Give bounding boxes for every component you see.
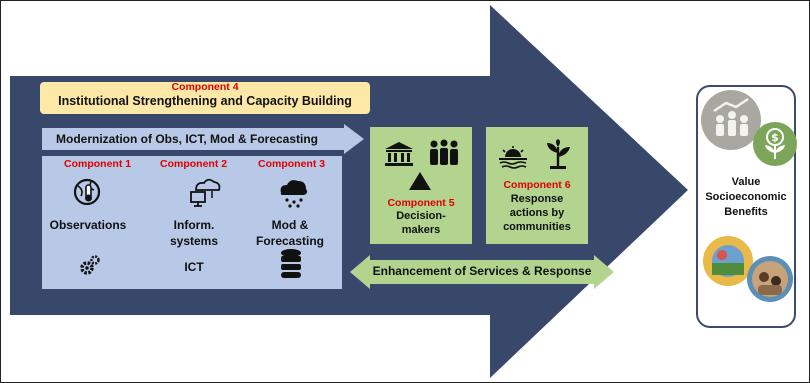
value-benefits-box: $ Value Socioeconomic Benefits <box>696 85 797 328</box>
value-line3: Benefits <box>724 206 768 218</box>
component-4-box: Component 4 Institutional Strengthening … <box>40 81 370 114</box>
component-4-title: Institutional Strengthening and Capacity… <box>58 94 352 108</box>
sunrise-water-icon <box>499 146 527 169</box>
svg-text:$: $ <box>771 131 779 144</box>
people-group-icon <box>430 139 458 165</box>
modernization-label: Modernization of Obs, ICT, Mod & Forecas… <box>56 132 319 146</box>
globe-thermometer-icon <box>73 178 101 206</box>
triangle-marker <box>409 172 431 190</box>
money-plant-icon: $ <box>753 122 797 166</box>
component-6-title-line2: actions by <box>509 207 565 219</box>
value-line1: Value <box>731 176 761 188</box>
value-line2: Socioeconomic <box>705 191 787 203</box>
component-5-title-line1: Decision- <box>396 210 446 222</box>
component-2-title-line2: systems <box>169 234 219 248</box>
enhancement-arrow <box>350 255 614 289</box>
government-building-icon <box>385 142 413 166</box>
people-portrait-image <box>747 256 793 302</box>
component-4-label: Component 4 <box>171 81 239 93</box>
database-icon <box>281 249 301 278</box>
component-3-title-line2: Forecasting <box>255 234 324 248</box>
component-3-label: Component 3 <box>258 158 326 170</box>
component-2-sub: ICT <box>184 260 204 274</box>
component-5-box: Component 5 Decision- makers <box>370 127 472 244</box>
component-2-label: Component 2 <box>160 158 228 170</box>
component-6-title-line1: Response <box>510 193 564 205</box>
component-5-label: Component 5 <box>387 197 455 209</box>
component-5-title-line2: makers <box>401 224 441 236</box>
gears-icon <box>80 255 100 275</box>
observation-systems-panel: Component 1 Component 2 Component 3 Obse… <box>42 156 342 289</box>
growth-people-icon <box>701 90 761 150</box>
growing-plant-icon <box>547 139 570 169</box>
component-3-title-line1: Mod & <box>271 218 309 232</box>
cloud-computer-icon <box>190 178 221 207</box>
component-6-box: Component 6 Response actions by communit… <box>486 127 588 244</box>
component-1-title: Observations <box>49 218 127 232</box>
modernization-arrow <box>42 124 364 154</box>
component-1-label: Component 1 <box>64 158 132 170</box>
rain-cloud-icon <box>280 180 308 208</box>
community-collage-image <box>703 236 753 286</box>
component-2-title-line1: Inform. <box>173 218 215 232</box>
enhancement-label: Enhancement of Services & Response <box>372 264 592 278</box>
component-6-label: Component 6 <box>503 179 571 191</box>
component-6-title-line3: communities <box>503 221 571 233</box>
